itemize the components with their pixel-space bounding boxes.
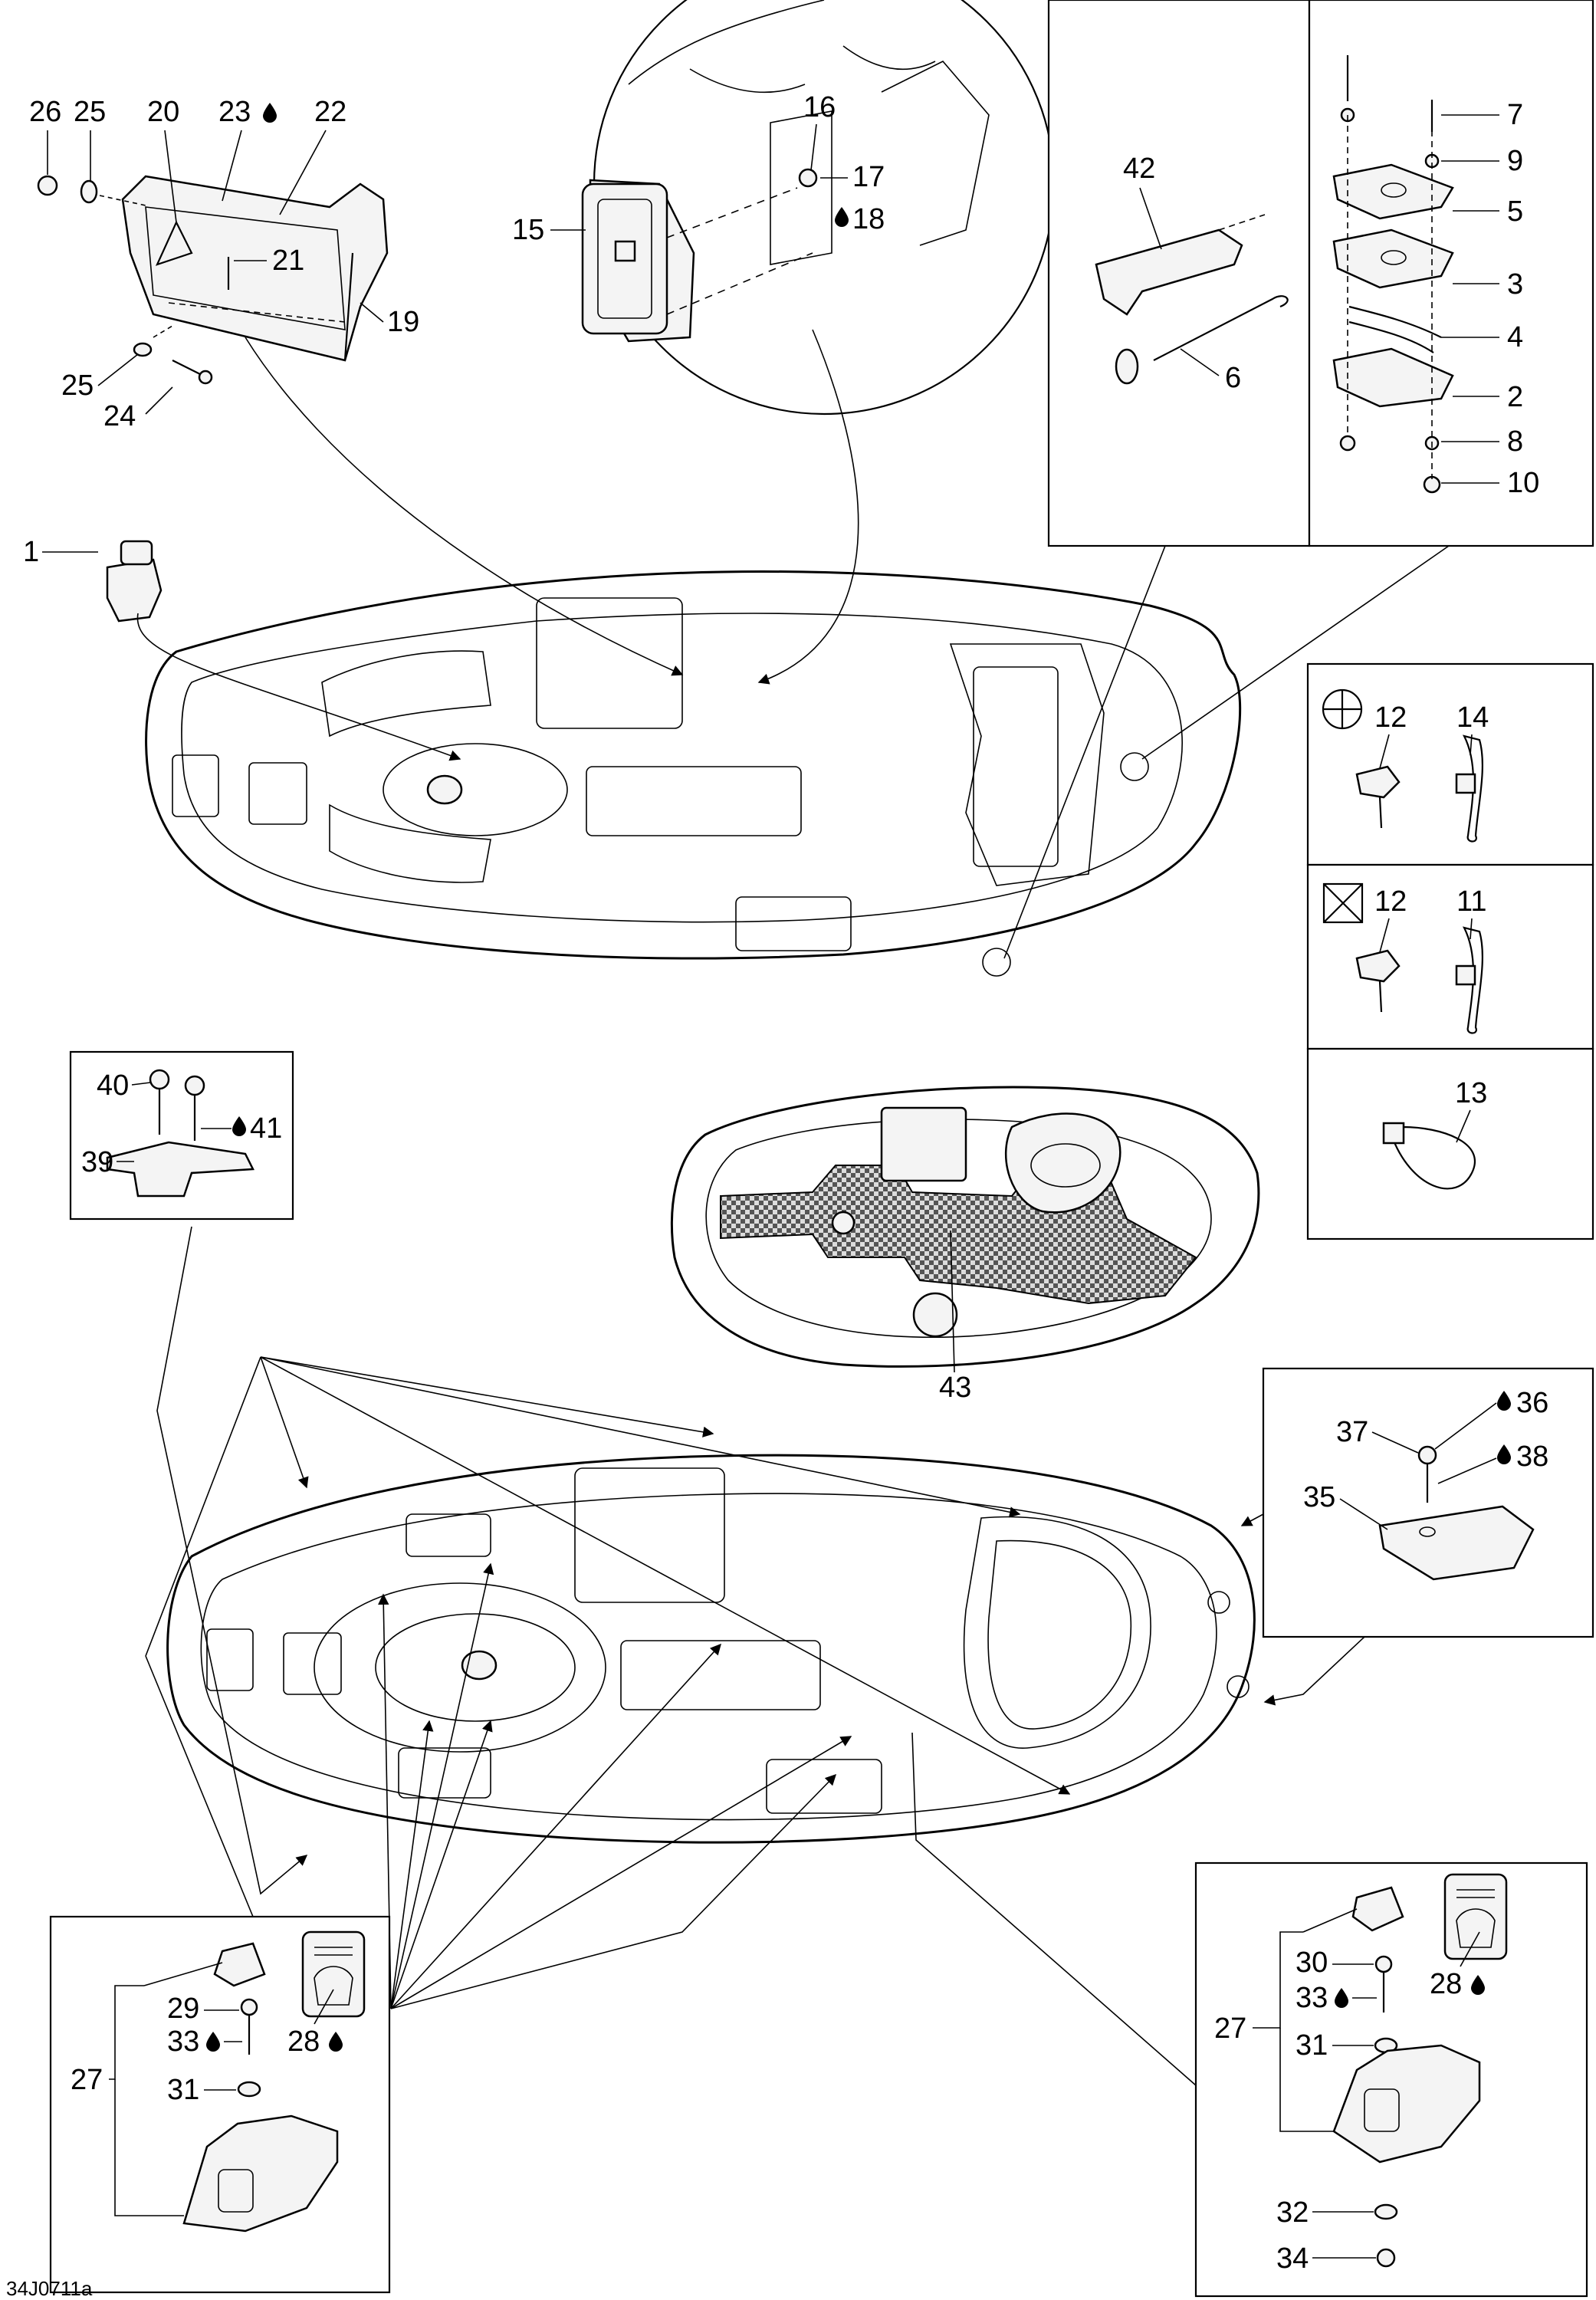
callout-8: 8 bbox=[1507, 426, 1523, 458]
callout-39: 39 bbox=[81, 1146, 113, 1178]
callout-labels-inset: 15 16 17 18 bbox=[512, 91, 885, 246]
callout-42: 42 bbox=[1123, 153, 1155, 185]
callout-13: 13 bbox=[1455, 1077, 1487, 1109]
mat-hull bbox=[670, 1086, 1260, 1368]
callout-7: 7 bbox=[1507, 99, 1523, 131]
callout-35: 35 bbox=[1303, 1481, 1335, 1513]
drawing-code: 34J0711a bbox=[6, 2277, 93, 2300]
callout-labels-upper-hull: 1 bbox=[23, 329, 1450, 959]
callout-labels-top-left: 26 25 20 23 22 21 19 25 24 bbox=[29, 96, 419, 432]
callout-2: 2 bbox=[1507, 381, 1523, 413]
callout-1: 1 bbox=[23, 536, 39, 568]
callout-11: 11 bbox=[1456, 886, 1486, 918]
callout-27: 27 bbox=[71, 2064, 103, 2096]
callout-19: 19 bbox=[387, 306, 419, 338]
callout-36: 36 bbox=[1516, 1387, 1548, 1419]
callout-21: 21 bbox=[272, 245, 304, 277]
callout-18: 18 bbox=[852, 203, 885, 235]
callout-20: 20 bbox=[147, 96, 179, 128]
cleat-box bbox=[69, 1050, 294, 1221]
callout-14: 14 bbox=[1456, 702, 1489, 734]
callout-labels-legend: 12 14 12 11 13 bbox=[1374, 702, 1489, 1143]
callout-33b: 33 bbox=[1296, 1982, 1328, 2014]
callout-43: 43 bbox=[939, 1372, 971, 1404]
upper-hull bbox=[106, 540, 1242, 977]
callout-15: 15 bbox=[512, 214, 544, 246]
callout-27b: 27 bbox=[1214, 2013, 1246, 2045]
leader-lines bbox=[145, 1226, 1365, 2086]
callout-40: 40 bbox=[97, 1070, 129, 1102]
callout-24: 24 bbox=[103, 400, 136, 432]
callout-12b: 12 bbox=[1374, 886, 1407, 918]
callout-17: 17 bbox=[852, 161, 885, 193]
glovebox-inset bbox=[581, 0, 1056, 416]
callout-labels-cleat: 40 41 39 bbox=[81, 1070, 282, 1178]
callout-34: 34 bbox=[1276, 2242, 1309, 2275]
callout-5: 5 bbox=[1507, 196, 1523, 228]
callout-labels-rub-plate: 36 37 38 35 bbox=[1303, 1387, 1548, 1530]
callout-26: 26 bbox=[29, 96, 61, 128]
callout-41: 41 bbox=[250, 1112, 282, 1145]
fastener-legend bbox=[1306, 662, 1594, 1240]
callout-6: 6 bbox=[1225, 362, 1241, 394]
callout-labels-clip-right: 30 33 28 27 31 32 34 bbox=[1214, 1908, 1485, 2275]
latch-box bbox=[1047, 0, 1594, 547]
drop-symbol bbox=[263, 103, 277, 123]
callout-30: 30 bbox=[1296, 1947, 1328, 1979]
callout-12: 12 bbox=[1374, 702, 1407, 734]
callout-32: 32 bbox=[1276, 2196, 1309, 2229]
callout-31b: 31 bbox=[1296, 2029, 1328, 2062]
callout-29: 29 bbox=[167, 1993, 199, 2025]
fender-clip-box-right bbox=[1194, 1861, 1588, 2298]
fender-clip-box-left bbox=[49, 1915, 391, 2294]
callout-28: 28 bbox=[287, 2026, 320, 2058]
callout-37: 37 bbox=[1336, 1416, 1368, 1448]
x-box-symbol bbox=[1322, 882, 1364, 924]
callout-25: 25 bbox=[74, 96, 106, 128]
callout-labels-latch: 42 6 7 9 5 3 4 2 8 10 bbox=[1123, 99, 1539, 499]
callout-labels-clip-left: 29 33 28 27 31 bbox=[71, 1962, 343, 2216]
callout-3: 3 bbox=[1507, 268, 1523, 301]
compartment-assembly bbox=[37, 175, 389, 385]
callout-38: 38 bbox=[1516, 1441, 1548, 1473]
rub-plate-box bbox=[1262, 1367, 1594, 1638]
callout-33: 33 bbox=[167, 2026, 199, 2058]
callout-28b: 28 bbox=[1430, 1968, 1462, 2000]
callout-31: 31 bbox=[167, 2074, 199, 2106]
callout-10: 10 bbox=[1507, 467, 1539, 499]
callout-labels-mat: 43 bbox=[939, 1230, 971, 1404]
callout-23: 23 bbox=[218, 96, 251, 128]
callout-16: 16 bbox=[803, 91, 836, 123]
callout-4: 4 bbox=[1507, 321, 1523, 353]
crosshair-symbol bbox=[1322, 688, 1363, 730]
callout-22: 22 bbox=[314, 96, 346, 128]
callout-9: 9 bbox=[1507, 145, 1523, 177]
lower-hull bbox=[166, 1454, 1256, 1844]
callout-25b: 25 bbox=[61, 370, 94, 402]
